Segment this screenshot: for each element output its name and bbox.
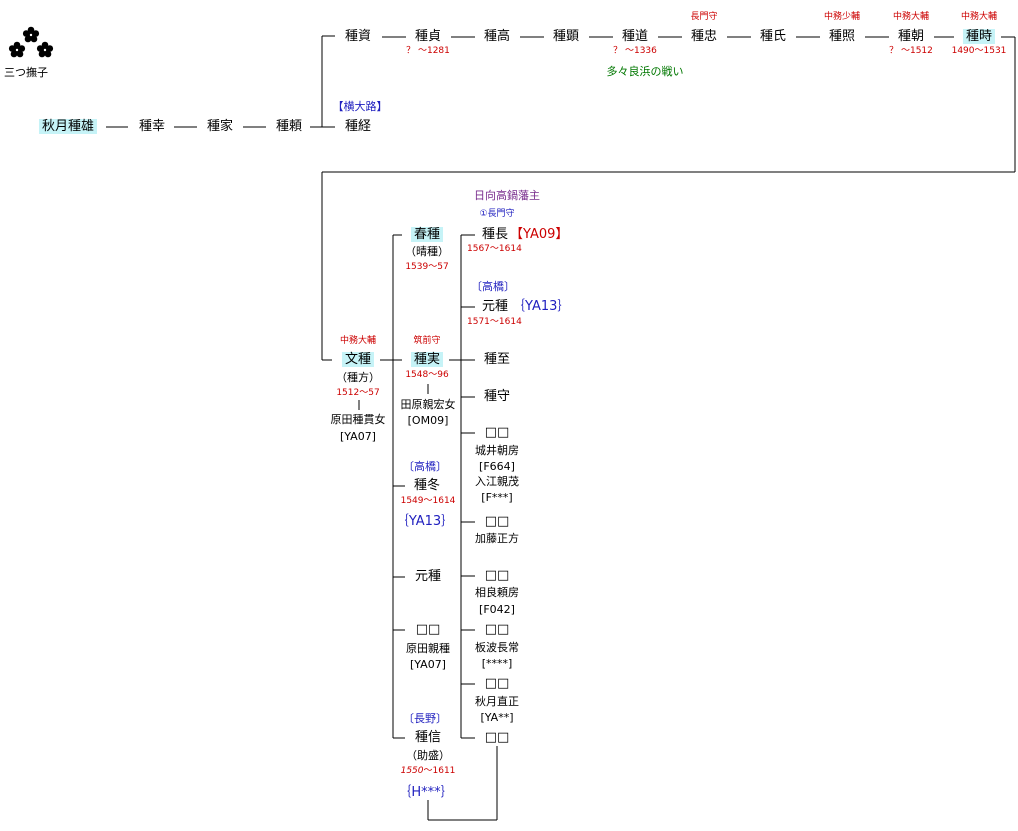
husband-d1-b-code: [F***]: [481, 491, 513, 504]
title-tanetoki: 中務大輔: [960, 12, 998, 22]
birth-tanenobu: 1550: [400, 766, 424, 776]
person-tanetsune: 種経: [344, 119, 372, 134]
han-title: 日向高鍋藩主: [474, 189, 540, 202]
wife-tanezane: 田原親宏女: [400, 398, 456, 411]
dates-tanenaga: 1567～1614: [467, 244, 522, 254]
person-tanenaga: 種長【YA09】: [482, 228, 568, 241]
husband-d3-code: [F042]: [479, 603, 515, 616]
daughter-1: □□: [484, 425, 510, 440]
dates-tanetomo: ？ ～1512: [889, 46, 933, 56]
person-mototane: 元種｛YA13｝: [482, 300, 570, 313]
person-tanetaka: 種高: [483, 29, 511, 44]
person-tanetomo: 種朝: [897, 29, 925, 44]
note-tanetsune: 【横大路】: [332, 100, 388, 113]
husband-d5: 秋月直正: [475, 695, 519, 708]
person-tanenobu: 種信: [414, 730, 442, 745]
husband-d4-code: [****]: [481, 657, 513, 670]
title-tanetada: 長門守: [690, 12, 718, 22]
alt-harutane: （晴種）: [405, 245, 449, 258]
daughter-5: □□: [484, 676, 510, 691]
person-tanetada: 種忠: [690, 29, 718, 44]
person-taneuji: 種氏: [759, 29, 787, 44]
title-fumitane: 中務大輔: [339, 336, 377, 346]
husband-d4: 板波長常: [475, 641, 519, 654]
husband-d1-a-code: [F664]: [479, 460, 515, 473]
dates-fumitane: 1512～57: [336, 388, 380, 398]
title-tanenaga: ①長門守: [479, 209, 515, 219]
code-mototane: ｛YA13｝: [512, 299, 571, 314]
person-tanesada: 種貞: [414, 29, 442, 44]
name-tanenaga: 種長: [482, 227, 509, 242]
code-tanefuyu: ｛YA13｝: [395, 514, 455, 529]
dates-tanesada: ？ ～1281: [406, 46, 450, 56]
death-tanenobu: ～1611: [423, 766, 456, 776]
dates-tanefuyu: 1549～1614: [400, 496, 456, 506]
title-tanezane: 筑前守: [413, 336, 441, 346]
alt-fumitane: （種方）: [336, 371, 380, 384]
name-mototane: 元種: [482, 299, 509, 314]
person-taneie: 種家: [206, 119, 234, 134]
alt-tanenobu: （助盛）: [406, 749, 450, 762]
daughter-2: □□: [484, 514, 510, 529]
note-tanefuyu: 〔高橋〕: [403, 460, 447, 473]
daughter-4: □□: [484, 622, 510, 637]
person-tanemori: 種守: [483, 389, 511, 404]
wife-code-tanezane: [OM09]: [407, 414, 449, 427]
person-fumitane: 文種: [341, 352, 375, 367]
title-tanetomo: 中務大輔: [892, 12, 930, 22]
person-taneshi: 種至: [483, 352, 511, 367]
person-tanemichi: 種道: [621, 29, 649, 44]
three-nadeshiko-crest-icon: [8, 26, 54, 58]
person-taneo: 秋月種雄: [38, 119, 98, 134]
person-taneyori: 種頼: [275, 119, 303, 134]
dates-tanetoki: 1490～1531: [951, 46, 1007, 56]
husband-d3: 相良頼房: [475, 586, 519, 599]
wife-fumitane: 原田種貫女: [330, 413, 386, 426]
husband-d1-b: 入江親茂: [475, 475, 519, 488]
person-harutane: 春種: [410, 227, 444, 242]
dates-mototane: 1571～1614: [467, 317, 522, 327]
dates-harutane: 1539～57: [405, 262, 449, 272]
person-tanefuyu: 種冬: [413, 478, 441, 493]
wife-code-fumitane: [YA07]: [340, 430, 376, 443]
crest-label: 三つ撫子: [4, 66, 48, 79]
person-tanesuke: 種資: [344, 29, 372, 44]
husband-d1-a: 城井朝房: [475, 444, 519, 457]
person-taneyuki: 種幸: [138, 119, 166, 134]
husband-d5-code: [YA**]: [480, 711, 514, 724]
note-mototane: 〔高橋〕: [471, 280, 515, 293]
code-tanenobu: ｛H***｝: [398, 785, 454, 800]
person-tanezane: 種実: [410, 352, 444, 367]
person-mototane-gen2: 元種: [414, 569, 442, 584]
spouse-unknown-gen2: 原田親種: [406, 642, 450, 655]
dates-tanemichi: ？ ～1336: [613, 46, 657, 56]
dates-tanezane: 1548～96: [405, 370, 449, 380]
daughter-3: □□: [484, 568, 510, 583]
code-tanenaga: 【YA09】: [510, 227, 569, 242]
daughter-6: □□: [484, 730, 510, 745]
note-tanenobu: 〔長野〕: [403, 712, 447, 725]
battle-label: 多々良浜の戦い: [606, 65, 684, 78]
husband-d2: 加藤正方: [475, 532, 519, 545]
person-taneteru: 種照: [828, 29, 856, 44]
person-tanetoki: 種時: [962, 29, 996, 44]
person-taneaki: 種顕: [552, 29, 580, 44]
title-taneteru: 中務少輔: [823, 12, 861, 22]
spouse-code-unknown-gen2: [YA07]: [410, 658, 446, 671]
dates-tanenobu: 1550～1611: [401, 767, 456, 776]
person-unknown-gen2: □□: [415, 622, 441, 637]
